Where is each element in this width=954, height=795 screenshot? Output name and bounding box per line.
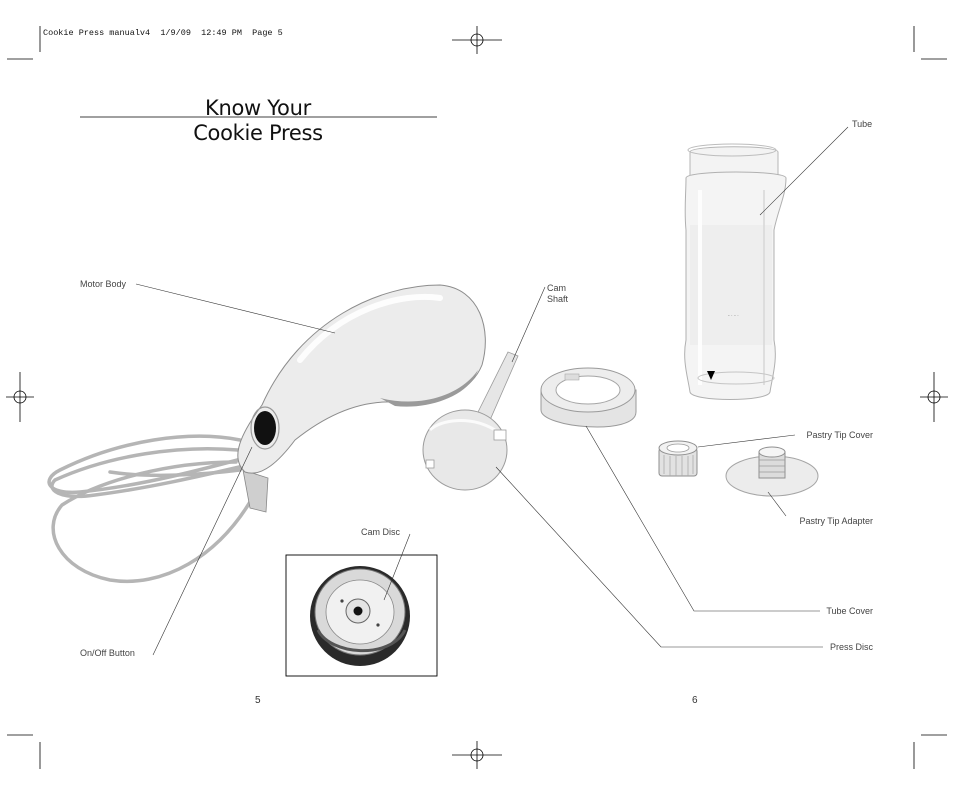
leader-tube (759, 126, 849, 216)
page-number-left: 5 (255, 695, 261, 706)
tube-cover-illustration (540, 367, 637, 428)
page-number-right: 6 (692, 695, 698, 706)
label-press-disc: Press Disc (829, 642, 873, 652)
label-pastry-tip-cover: Pastry Tip Cover (806, 430, 873, 440)
label-motor-body: Motor Body (80, 279, 127, 289)
leader-cam-shaft (511, 286, 546, 363)
label-cam-disc: Cam Disc (361, 527, 401, 537)
svg-text:- · - ·: - · - · (728, 313, 739, 319)
label-cam-shaft-line-2: Shaft (547, 294, 569, 304)
leader-press-disc (495, 466, 823, 648)
page-title-line-1: Know Your (205, 96, 311, 120)
leader-tube-cover (585, 425, 820, 612)
page-title-line-2: Cookie Press (193, 121, 323, 145)
leader-motor-body (135, 283, 336, 334)
leader-lines (135, 126, 849, 656)
leader-cam-disc (383, 533, 411, 601)
leader-pastry-tip-cover (697, 434, 796, 448)
print-slug: Cookie Press manualv4 1/9/09 12:49 PM Pa… (43, 28, 283, 38)
leader-pastry-tip-adapter (767, 491, 787, 517)
label-tube-cover: Tube Cover (826, 606, 873, 616)
registration-mark-bottom (452, 741, 502, 769)
pastry-tip-cover-illustration (658, 440, 698, 477)
pastry-tip-adapter-illustration (725, 446, 819, 497)
leader-on-off-button (152, 446, 253, 656)
tube-illustration: - · - · (684, 143, 787, 400)
label-cam-shaft-line-1: Cam (547, 283, 567, 293)
registration-mark-left (6, 372, 34, 422)
crop-marks (7, 26, 947, 769)
motor-body-illustration (237, 284, 486, 474)
press-disc-illustration (422, 409, 508, 491)
label-on-off-button: On/Off Button (80, 648, 135, 658)
registration-mark-right (920, 372, 948, 422)
label-pastry-tip-adapter: Pastry Tip Adapter (799, 516, 873, 526)
label-tube: Tube (852, 119, 873, 129)
cord-strain-relief (242, 469, 269, 513)
power-cord (47, 434, 260, 584)
cam-disc-illustration (310, 566, 410, 666)
registration-mark-top (452, 26, 502, 54)
